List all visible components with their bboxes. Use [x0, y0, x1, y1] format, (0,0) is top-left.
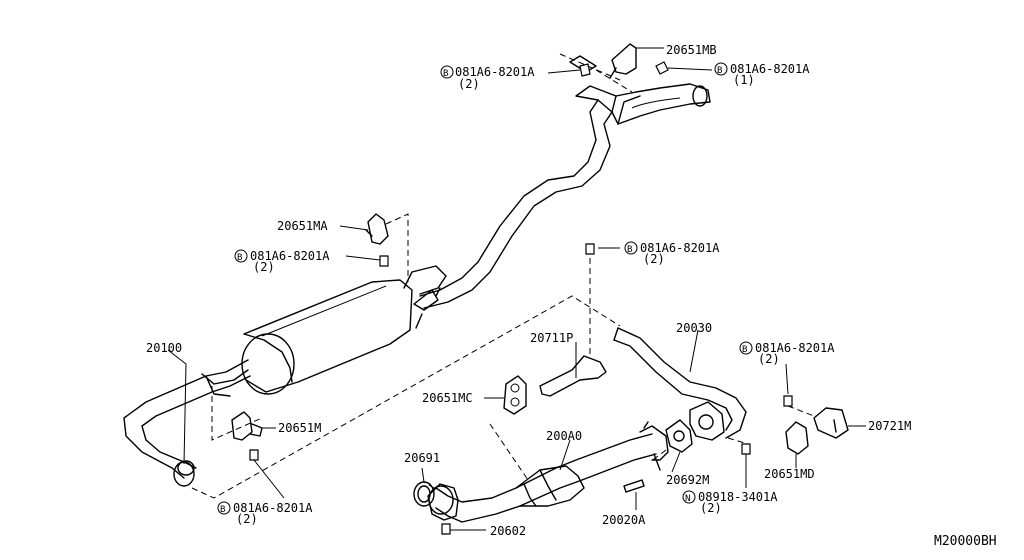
part-labels: 20651MB B 081A6-8201A (2) B 081A6-8201A …	[146, 43, 997, 549]
pipe-20030	[613, 327, 747, 441]
gasket-20691	[413, 481, 435, 507]
bolt-marker-icon	[739, 341, 753, 355]
tail-pipe	[123, 359, 251, 487]
label-bolt-right-qty: (2)	[758, 352, 780, 366]
nut-marker-icon	[682, 490, 696, 504]
label-bolt-top-right-qty: (1)	[733, 73, 755, 87]
bracket-20711P	[539, 355, 607, 397]
front-tube-catalyst	[427, 421, 669, 523]
insulator-20651MD	[785, 421, 809, 455]
bolt-marker-letter: B	[220, 505, 225, 515]
label-nut: 08918-3401A	[698, 490, 778, 504]
bolt-marker-letter: B	[237, 253, 242, 263]
label-20651MD: 20651MD	[764, 467, 815, 481]
bolt-marker-letter: B	[627, 245, 632, 255]
label-bolt-bottom: 081A6-8201A	[233, 501, 313, 515]
label-20100: 20100	[146, 341, 182, 355]
bolt-marker-icon	[234, 249, 248, 263]
hanger-20721M	[813, 407, 849, 439]
gasket-20692M	[665, 419, 693, 453]
label-bolt-top-left-qty: (2)	[458, 77, 480, 91]
label-bolt-top-right: 081A6-8201A	[730, 62, 810, 76]
bolt-marker-icon	[714, 62, 728, 76]
insulator-20651MC	[503, 375, 527, 415]
label-nut-qty: (2)	[700, 501, 722, 515]
label-20651MA: 20651MA	[277, 219, 328, 233]
nut-marker-letter: N	[685, 494, 690, 504]
label-20020A: 20020A	[602, 513, 646, 527]
label-20651M: 20651M	[278, 421, 321, 435]
label-20602: 20602	[490, 524, 526, 538]
assembly-dash-lines	[191, 53, 815, 499]
label-20030: 20030	[676, 321, 712, 335]
bolt-marker-icon	[217, 501, 231, 515]
label-200A0: 200A0	[546, 429, 582, 443]
hanger-20651M	[231, 411, 263, 441]
label-20711P: 20711P	[530, 331, 573, 345]
label-bolt-mid-left: 081A6-8201A	[250, 249, 330, 263]
label-20692M: 20692M	[666, 473, 709, 487]
leader-lines	[167, 47, 866, 531]
label-bolt-mid-left-qty: (2)	[253, 260, 275, 274]
label-bolt-top-left: 081A6-8201A	[455, 65, 535, 79]
diagram-code: M20000BH	[934, 534, 997, 549]
bolt-marker-icon	[440, 65, 454, 79]
bolt-marker-letter: B	[443, 69, 448, 79]
label-20721M: 20721M	[868, 419, 911, 433]
bolts	[249, 61, 793, 535]
label-20651MC: 20651MC	[422, 391, 473, 405]
label-bolt-bottom-qty: (2)	[236, 512, 258, 526]
main-muffler	[241, 265, 447, 395]
hanger-20651MA	[365, 213, 389, 245]
bolt-marker-letter: B	[742, 345, 747, 355]
label-20651MB: 20651MB	[666, 43, 717, 57]
label-bolt-center: 081A6-8201A	[640, 241, 720, 255]
label-bolt-center-qty: (2)	[643, 252, 665, 266]
bolt-marker-letter: B	[717, 66, 722, 76]
bolt-marker-icon	[624, 241, 638, 255]
label-bolt-right: 081A6-8201A	[755, 341, 835, 355]
hanger-20651MB	[569, 43, 637, 79]
center-pipe	[419, 83, 711, 309]
label-20691: 20691	[404, 451, 440, 465]
stud-20020A	[623, 479, 645, 493]
